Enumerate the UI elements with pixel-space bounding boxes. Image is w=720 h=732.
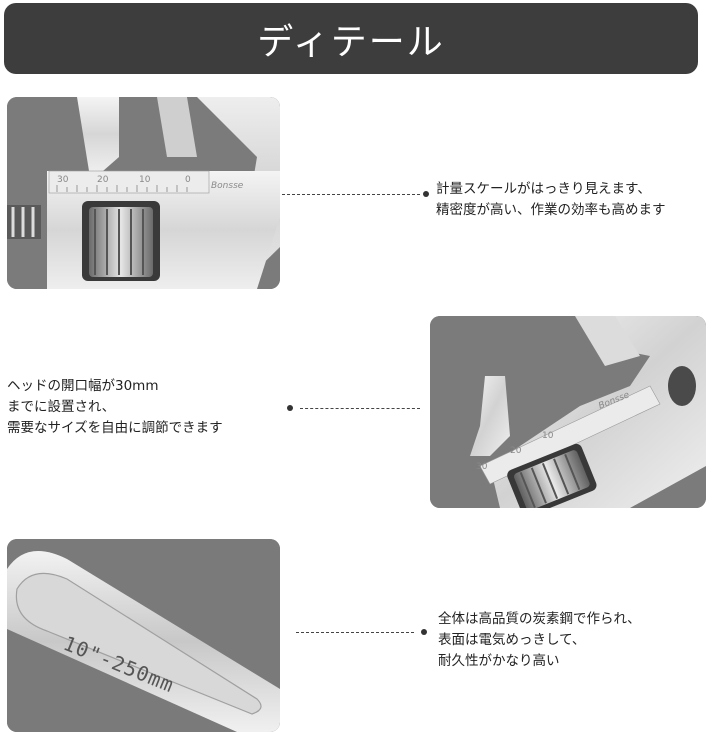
caption-line: 計量スケールがはっきり見えます、: [436, 181, 651, 197]
page-title: ディテール: [257, 21, 445, 63]
scale-label: 30: [57, 175, 69, 185]
handle-engraving-photo: 10"-250mm: [7, 539, 280, 732]
scale-label: 0: [185, 175, 191, 185]
caption-line: までに設置され、: [7, 399, 116, 415]
caption-line: ヘッドの開口幅が30mm: [7, 378, 159, 394]
scale-label: 10: [542, 431, 554, 441]
scale-label: 20: [510, 446, 522, 456]
caption-scale: 計量スケールがはっきり見えます、 精密度が高い、作業の効率も高めます: [436, 179, 666, 221]
leader-line: [300, 408, 420, 409]
scale-label: 20: [97, 175, 109, 185]
caption-line: 表面は電気めっきして、: [438, 632, 586, 648]
caption-material: 全体は高品質の炭素鋼で作られ、 表面は電気めっきして、 耐久性がかなり高い: [438, 609, 641, 672]
leader-dot: [421, 629, 427, 635]
caption-jaw-opening: ヘッドの開口幅が30mm までに設置され、 需要なサイズを自由に調節できます: [7, 376, 223, 439]
leader-dot: [287, 405, 293, 411]
brand-mark: Bonsse: [211, 181, 244, 191]
scale-label: 10: [139, 175, 151, 185]
scale-label: 30: [476, 462, 488, 472]
leader-line: [282, 194, 420, 195]
caption-line: 精密度が高い、作業の効率も高めます: [436, 202, 666, 218]
scale-closeup-photo: 30 20 10 0 Bonsse: [7, 97, 280, 289]
caption-line: 需要なサイズを自由に調節できます: [7, 420, 223, 436]
leader-dot: [423, 191, 429, 197]
caption-line: 全体は高品質の炭素鋼で作られ、: [438, 611, 641, 627]
header-bar: ディテール: [4, 3, 698, 74]
caption-line: 耐久性がかなり高い: [438, 653, 560, 669]
leader-line: [296, 632, 414, 633]
jaw-opening-photo: 30 20 10 Bonsse: [430, 316, 706, 508]
